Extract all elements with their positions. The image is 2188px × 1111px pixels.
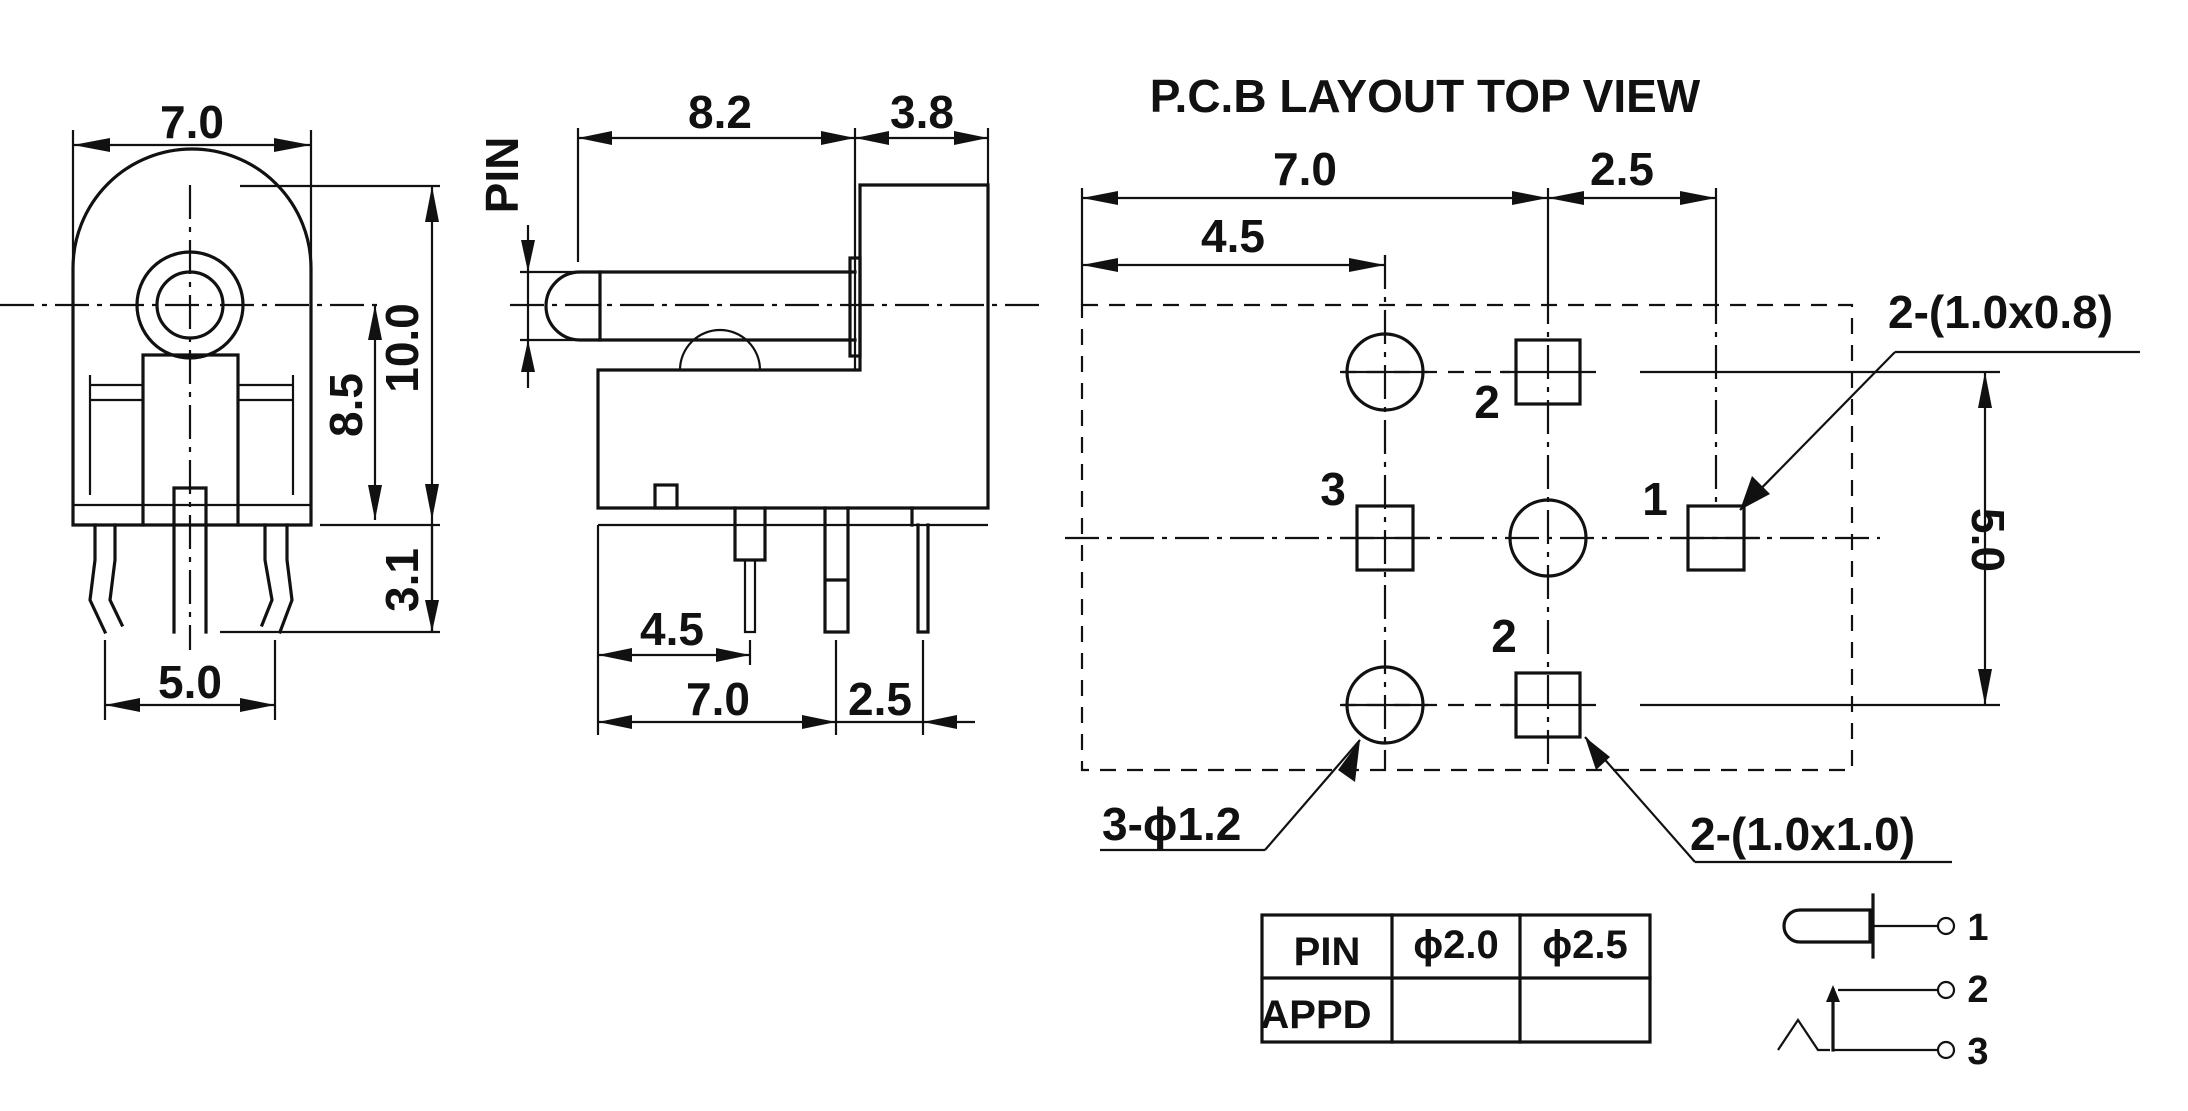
pin-table: PIN ϕ2.0 ϕ2.5 APPD (1260, 913, 1652, 1044)
front-right-pin (259, 523, 294, 635)
schematic-label-3: 3 (1967, 1031, 1988, 1073)
schematic-spring-contact (1777, 1018, 1830, 1052)
side-pin1 (910, 506, 930, 634)
pcb-right-arrow-right (1680, 191, 1716, 205)
pin-table-header-d20: ϕ2.0 (1413, 923, 1499, 967)
pcb-title: P.C.B LAYOUT TOP VIEW (1150, 70, 1701, 122)
callout-holes-text: 3-ϕ1.2 (1102, 798, 1241, 850)
pcb-inner-arrow-left (1082, 258, 1118, 272)
front-pin-spacing-label: 5.0 (158, 656, 222, 708)
side-pin-arrow-top (521, 240, 535, 272)
front-pin-length-arrow (425, 600, 439, 632)
front-pin-spacing-arrow-left (105, 698, 140, 712)
pcb-vdim-arrow-top (1978, 372, 1992, 408)
side-pin-arrow-bottom (521, 340, 535, 372)
side-length-arrow-mid-right (855, 131, 889, 145)
schematic-label-2: 2 (1967, 969, 1988, 1011)
side-length-arrow-mid-left (821, 131, 855, 145)
schematic-plug-body (1782, 908, 1872, 944)
pin-table-row-label: APPD (1260, 993, 1371, 1037)
side-pin3-upper (733, 506, 767, 562)
front-height-arrow-top (425, 186, 439, 222)
side-pin2-offset-label: 7.0 (686, 673, 750, 725)
side-pin2-arrow-right (802, 715, 836, 729)
side-foot (653, 483, 679, 510)
callout-rect-pad-text: 2-(1.0x0.8) (1888, 286, 2113, 338)
front-width-arrow-left (73, 138, 110, 152)
pcb-layout: P.C.B LAYOUT TOP VIEW 2 3 1 2 (1065, 70, 2140, 864)
side-housing (596, 183, 990, 510)
front-height-arrow-bottom (425, 484, 439, 520)
pcb-inner-arrow-right (1349, 258, 1385, 272)
front-right-contact (238, 375, 295, 495)
pin-table-header-d25: ϕ2.5 (1542, 923, 1628, 967)
schematic-pin1-terminal (1936, 916, 1956, 936)
front-pin-length-label: 3.1 (376, 548, 428, 612)
pcb-label-pin3: 3 (1320, 463, 1346, 515)
pcb-pad-crosses (1340, 370, 1760, 707)
schematic-pin2-terminal (1936, 980, 1956, 1000)
callout-holes-leader (1264, 739, 1361, 851)
pcb-label-pin2-top: 2 (1474, 376, 1500, 428)
callout-square-pads-arrow (1585, 737, 1610, 770)
side-body-length-label: 8.2 (688, 86, 752, 138)
pcb-vdim-arrow-bottom (1978, 669, 1992, 705)
front-view: 7.0 10.0 8.5 3.1 5.0 (0, 96, 440, 720)
front-pin-spacing-arrow-right (240, 698, 275, 712)
pcb-label-pin2-bottom: 2 (1491, 610, 1517, 662)
side-pin3-arrow-right (716, 648, 750, 662)
side-pin2 (823, 506, 850, 634)
side-pin3-lower (743, 560, 757, 634)
front-width-label: 7.0 (160, 96, 224, 148)
front-height-label: 10.0 (376, 303, 428, 393)
side-front-length-label: 3.8 (890, 86, 954, 138)
side-length-arrow-right (954, 131, 988, 145)
side-pin-label: PIN (476, 137, 528, 214)
front-center-height-arrow-top (368, 305, 382, 340)
callout-holes-arrow (1338, 740, 1360, 782)
schematic-label-1: 1 (1967, 907, 1988, 949)
pcb-dim-inner-label: 4.5 (1201, 210, 1265, 262)
pcb-dim-total-label: 7.0 (1273, 143, 1337, 195)
front-center-height-arrow-bottom (368, 485, 382, 520)
pcb-total-arrow-right (1512, 191, 1548, 205)
schematic-pin3-terminal (1936, 1040, 1956, 1060)
pin-table-header-pin: PIN (1294, 930, 1361, 974)
schematic: 1 2 3 (1777, 893, 1989, 1073)
callout-square-pads-text: 2-(1.0x1.0) (1690, 808, 1915, 860)
side-pin2-arrow-left (598, 715, 632, 729)
pcb-dim-right-label: 2.5 (1590, 143, 1654, 195)
pcb-right-arrow-left (1548, 191, 1584, 205)
front-left-pin (88, 523, 125, 635)
side-pin3-arrow-left (598, 648, 632, 662)
side-plug-pin-body (598, 270, 857, 342)
side-length-arrow-left (578, 131, 612, 145)
schematic-contact-arrow (1826, 985, 1840, 1002)
pcb-total-arrow-left (1082, 191, 1118, 205)
pcb-round-hole-center (1508, 498, 1588, 578)
side-pin1-offset-label: 2.5 (848, 673, 912, 725)
callout-rect-pad-arrow (1740, 476, 1770, 510)
front-left-contact (88, 375, 143, 495)
callout-rect-pad-leader (1739, 351, 1896, 511)
pcb-dim-vertical-label: 5.0 (1962, 508, 2014, 572)
front-center-height-label: 8.5 (320, 373, 372, 437)
front-width-arrow-right (274, 138, 311, 152)
pcb-label-pin1: 1 (1642, 473, 1668, 525)
side-view: PIN 8.2 3.8 4.5 7.0 2.5 (476, 86, 1040, 735)
side-housing-bump (678, 328, 762, 371)
front-body-outline (71, 147, 313, 527)
side-pin1-arrow (923, 715, 957, 729)
side-pin3-offset-label: 4.5 (640, 603, 704, 655)
